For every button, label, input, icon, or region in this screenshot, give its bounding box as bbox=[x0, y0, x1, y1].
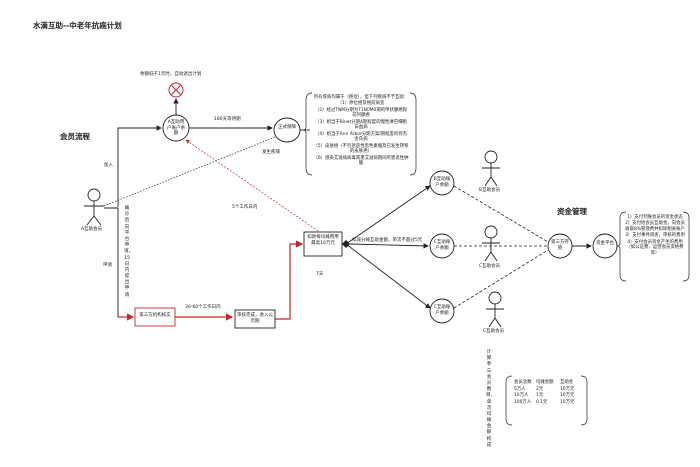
edge-label-join: 加入 bbox=[104, 163, 113, 168]
fund-rule-item: 1）支付到账会员的资金状态 bbox=[627, 215, 683, 220]
b-member-label: B互助会员 bbox=[479, 188, 501, 193]
b-account-label: B互助账户余额 bbox=[433, 177, 451, 188]
edge-label-occur: 发生疾病 bbox=[262, 150, 280, 155]
fund-rules-list: 1）支付到账会员的资金状态 2）支付给会员互助金，向会员收取8%管理费并扣除相关… bbox=[625, 215, 685, 257]
edge-label-seven-days: 7天 bbox=[316, 272, 324, 277]
edge-label-public-days: 5个工作日内 bbox=[232, 205, 258, 210]
table-cell: 10万人 bbox=[514, 393, 529, 399]
exclusion-item: （3）相当于Binet分期A期程度的慢性淋巴细胞白血病 bbox=[315, 119, 407, 131]
table-row: 5万人 2元 10万元 bbox=[514, 387, 582, 394]
table-cell: 5万人 bbox=[514, 386, 526, 392]
c-member-figure-middle bbox=[482, 225, 500, 262]
edge-b-to-pay bbox=[453, 185, 549, 243]
a-member-label: A互助会员 bbox=[81, 227, 103, 232]
edge-label-split: 扣减分摊互助金额，单次不超过5元 bbox=[352, 238, 423, 243]
edge-review-to-deduct bbox=[275, 240, 304, 320]
third-party-label: 第三方机构核实 bbox=[139, 313, 171, 318]
edge-label-verify-days: 30-60个工作日内 bbox=[185, 305, 221, 310]
c-member-label-middle: C互助会员 bbox=[479, 264, 501, 269]
exclusion-item: （4）相当于Ann Arbor分期方案I期程度的何杰金氏病 bbox=[314, 131, 407, 143]
edge-label-report: 确诊后向平台申请，15日内提出申请 bbox=[124, 206, 134, 298]
b-account-node-shape bbox=[429, 170, 455, 196]
a-member-figure bbox=[84, 188, 104, 226]
fund-rule-item: 3）支付事件调查，审核的费用 bbox=[625, 233, 685, 239]
fund-rule-item: 4）支付会员资金产生的费用（如公证费，运营会员资格费等） bbox=[626, 239, 684, 257]
exclusion-item: （6）感染艾滋病病毒或患艾滋病期间所患恶性肿瘤 bbox=[313, 155, 409, 167]
edge-split-b bbox=[345, 185, 431, 245]
edge-public-feedback bbox=[185, 139, 319, 232]
fund-rule-item: 2）支付给会员互助金，向会员收取8%管理费并扣除相关账户 bbox=[625, 221, 685, 233]
share-table: 会员总数 均摊金额 互助金 5万人 2元 10万元 10万人 1元 10万元 1… bbox=[514, 380, 582, 406]
exclusions-bracket-right bbox=[409, 92, 417, 176]
edge-join bbox=[117, 125, 162, 207]
funds-section-title: 资金管理 bbox=[557, 207, 587, 216]
table-header-row: 会员总数 均摊金额 互助金 bbox=[514, 380, 582, 387]
edge-split-c-bot bbox=[345, 243, 431, 309]
deduct-label: 扣款每均摊费用最高10万元 bbox=[307, 235, 339, 246]
edge-occur bbox=[103, 136, 276, 207]
exclusions-list: 所有疾病均属于（癌症），但下列疾病不予互助： （1）原位癌及癌前病变 （2）经过… bbox=[313, 95, 409, 168]
table-cell: 1元 bbox=[536, 393, 544, 399]
exclusions-bracket-left bbox=[302, 92, 313, 176]
table-cell: 100万人 bbox=[514, 399, 532, 405]
table-cell: 10万元 bbox=[560, 386, 575, 392]
table-cell: 2元 bbox=[536, 386, 544, 392]
share-note: 计算参与会员数目，单次均摊金额构成 bbox=[486, 350, 496, 448]
exit-alert-icon bbox=[168, 82, 184, 98]
c-account-node-shape-bottom bbox=[429, 298, 455, 324]
table-header-cell: 会员总数 bbox=[514, 380, 532, 385]
members-section-title: 会员流程 bbox=[60, 132, 90, 141]
public-notice-label: 正式保障 bbox=[278, 125, 296, 130]
c-account-label-bottom: C互助账户余额 bbox=[433, 305, 451, 316]
edge-split-c-mid bbox=[349, 243, 429, 249]
table-cell: 0.1元 bbox=[536, 399, 548, 405]
exclusion-item: （1）原位癌及癌前病变 bbox=[337, 101, 385, 107]
exit-alert-text: 余额低于1元时，自动退出计划 bbox=[140, 72, 202, 77]
c-member-label-bottom: C互助会员 bbox=[483, 329, 505, 334]
table-header-cell: 互助金 bbox=[560, 380, 574, 385]
fund-rules-bracket-left bbox=[616, 211, 627, 282]
table-row: 100万人 0.1元 10万元 bbox=[514, 400, 582, 407]
page-title: 水滴互助--中老年抗癌计划 bbox=[33, 21, 122, 30]
table-bracket-left bbox=[505, 375, 513, 426]
c-account-label-middle: C互助账户余额 bbox=[433, 240, 451, 251]
table-cell: 10万元 bbox=[560, 399, 575, 405]
table-cell: 10万元 bbox=[560, 393, 575, 399]
edge-label-apply: 申请 bbox=[103, 263, 112, 268]
c-member-figure-bottom bbox=[486, 291, 504, 328]
b-member-figure bbox=[482, 150, 500, 187]
edge-c-bot-to-pay bbox=[453, 249, 549, 309]
review-label: 审核完成，进入公示期 bbox=[237, 313, 273, 324]
fund-rules-bracket-right bbox=[682, 211, 690, 282]
table-header-cell: 均摊金额 bbox=[536, 380, 554, 385]
exclusion-item: 所有疾病均属于（癌症），但下列疾病不予互助： bbox=[313, 95, 409, 100]
a-account-label: A互助用户账户余额 bbox=[167, 120, 185, 137]
edge-label-wait: 180天等待期 bbox=[214, 117, 241, 122]
table-row: 10万人 1元 10万元 bbox=[514, 393, 582, 400]
third-party-pay-label: 第三方存管 bbox=[551, 240, 569, 251]
exclusion-item: （5）皮肤癌（不包括恶性黑色素瘤及已发生转移的皮肤癌） bbox=[313, 143, 409, 155]
fund-pool-label: 资金平台 bbox=[596, 241, 614, 246]
exclusion-item: （2）经过TNM分期为T1N0M0期的甲状腺癌和前列腺癌 bbox=[314, 107, 408, 119]
table-bracket-right bbox=[580, 375, 588, 426]
deduct-node-shape bbox=[303, 231, 343, 257]
